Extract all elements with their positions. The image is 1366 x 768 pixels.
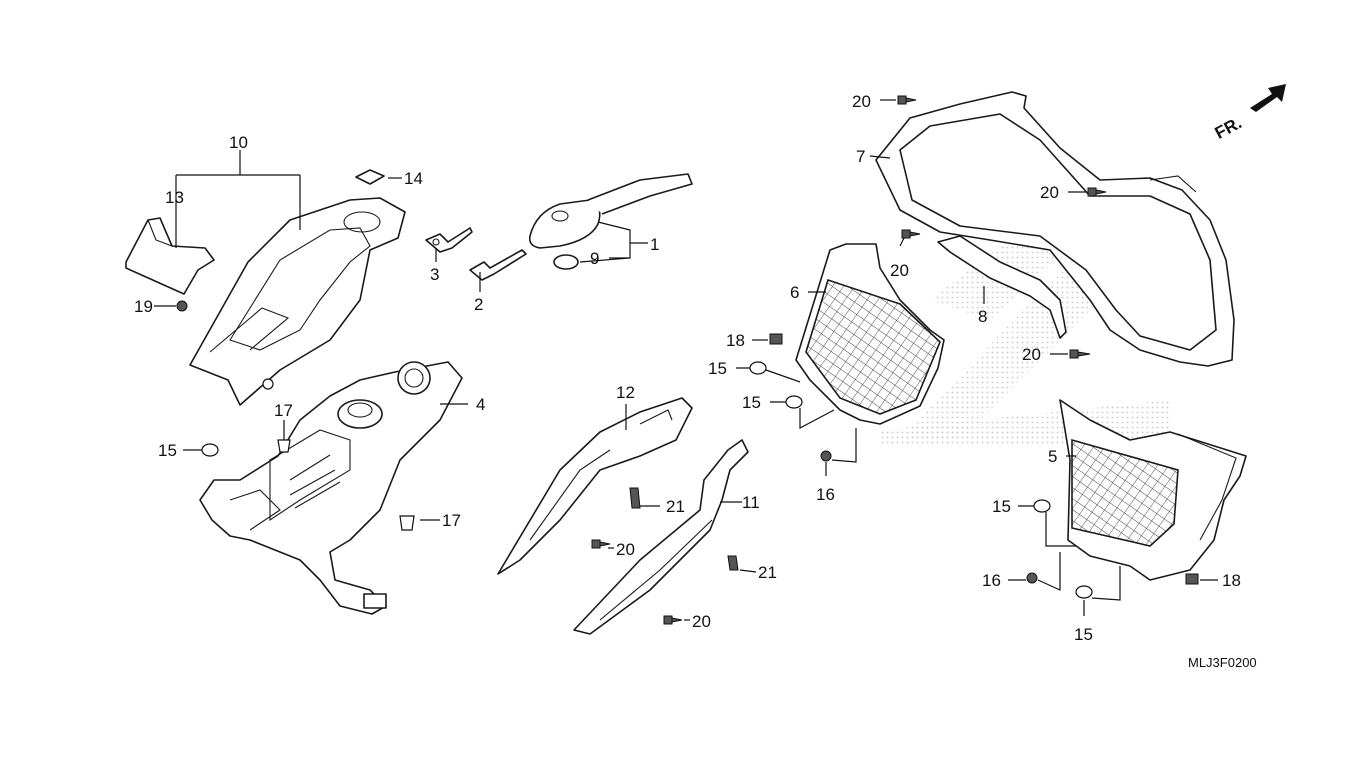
part-3-key [425, 227, 473, 253]
part-6-inner-panel [795, 243, 945, 425]
part-15-clip [1075, 585, 1093, 599]
callout-18-upper: 18 [726, 331, 745, 350]
callout-5: 5 [1048, 447, 1057, 466]
callout-8: 8 [978, 307, 987, 326]
part-7-meter-visor [875, 91, 1235, 367]
callout-15-mid-a: 15 [708, 359, 727, 378]
part-11-side-garnish [573, 439, 749, 635]
part-17-grommet [399, 515, 415, 531]
callout-15-left: 15 [158, 441, 177, 460]
part-16-nut [1026, 572, 1038, 584]
part-15-clip [1033, 499, 1051, 513]
part-21-screw [629, 487, 641, 509]
part-8-stay [937, 235, 1067, 339]
callout-7: 7 [856, 147, 865, 166]
part-20-screw [897, 95, 917, 105]
callout-20-visor: 20 [1040, 183, 1059, 202]
callout-6: 6 [790, 283, 799, 302]
part-12-side-cover [497, 397, 693, 575]
callout-21-upper: 21 [666, 497, 685, 516]
callout-10: 10 [229, 133, 248, 152]
callout-20-top: 20 [852, 92, 871, 111]
part-15-clip [201, 443, 219, 457]
callout-17-lower: 17 [442, 511, 461, 530]
callout-20-left: 20 [890, 261, 909, 280]
part-4-switch-assembly [199, 361, 463, 615]
callout-12: 12 [616, 383, 635, 402]
callout-15-right: 15 [992, 497, 1011, 516]
part-17-grommet [277, 439, 291, 453]
callout-16-lower: 16 [982, 571, 1001, 590]
part-15-clip [749, 361, 767, 375]
part-18-clip-nut [1185, 573, 1199, 585]
part-14-pad [355, 169, 385, 185]
callout-13: 13 [165, 188, 184, 207]
part-20-screw [1069, 349, 1091, 359]
callout-16-upper: 16 [816, 485, 835, 504]
callout-3: 3 [430, 265, 439, 284]
catalog-code: MLJ3F0200 [1188, 655, 1257, 670]
part-20-screw [591, 539, 611, 549]
part-9-battery [553, 254, 579, 270]
part-20-screw [1087, 187, 1107, 197]
front-direction-arrow-icon: FR. [1212, 84, 1286, 143]
leader-lines [154, 99, 1218, 621]
callout-11: 11 [742, 493, 760, 512]
direction-label: FR. [1212, 113, 1245, 143]
part-13-bracket [125, 217, 215, 295]
part-2-key [469, 249, 527, 281]
callout-20-lower: 20 [1022, 345, 1041, 364]
callout-21-lower: 21 [758, 563, 777, 582]
callout-15-bottom: 15 [1074, 625, 1093, 644]
callout-15-mid-b: 15 [742, 393, 761, 412]
fasteners [176, 95, 1199, 625]
part-18-clip-nut [769, 333, 783, 345]
part-10-console-cover [189, 197, 406, 406]
callout-2: 2 [474, 295, 483, 314]
part-1-key-fob [528, 173, 693, 249]
callout-14: 14 [404, 169, 423, 188]
part-21-screw [727, 555, 739, 571]
callout-20-side-a: 20 [616, 540, 635, 559]
callout-18-lower: 18 [1222, 571, 1241, 590]
callout-4: 4 [476, 395, 485, 414]
part-5-inner-panel [1059, 399, 1247, 581]
callout-17-upper: 17 [274, 401, 293, 420]
part-16-nut [820, 450, 832, 462]
callout-9: 9 [590, 249, 599, 268]
callout-1: 1 [650, 235, 659, 254]
part-20-screw [901, 229, 921, 239]
callout-labels: 10 13 14 1 9 3 2 19 15 17 4 17 12 11 21 … [134, 92, 1241, 644]
part-19-nut [176, 300, 188, 312]
part-15-clip [785, 395, 803, 409]
callout-19: 19 [134, 297, 153, 316]
part-20-screw [663, 615, 683, 625]
callout-20-side-b: 20 [692, 612, 711, 631]
